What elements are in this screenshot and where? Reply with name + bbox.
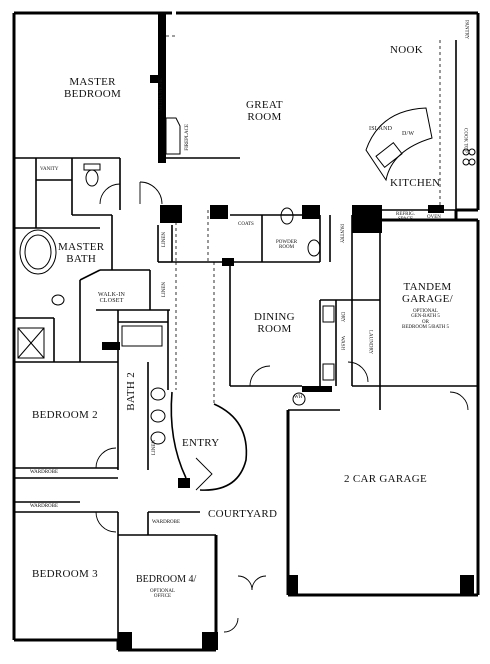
dry-label: DRY (339, 312, 345, 323)
fixtures (17, 107, 476, 445)
wardrobe-2-label: WARDROBE (30, 504, 59, 509)
door-swings (95, 181, 469, 633)
media-niche-label: MEDIA NICHE (159, 78, 164, 111)
kitchen-label: KITCHEN (390, 177, 441, 189)
exterior-walls (12, 11, 480, 652)
nook-label: NOOK (390, 44, 423, 56)
bedroom-3-label: BEDROOM 3 (32, 568, 98, 580)
wash-label: WASH (339, 336, 345, 351)
entry-label: ENTRY (182, 437, 220, 449)
vanity-label: VANITY (40, 167, 59, 172)
bath-2-label: BATH 2 (125, 372, 137, 411)
two-car-garage-label: 2 CAR GARAGE (344, 473, 428, 485)
bedroom-2-label: BEDROOM 2 (32, 409, 98, 421)
coats-label: COATS (238, 222, 254, 227)
cook-top-label: COOK TOP (462, 128, 468, 153)
bedroom-4-label: BEDROOM 4/ (136, 574, 197, 585)
interior-walls (14, 40, 478, 640)
soffit-lines (166, 35, 441, 404)
pantry-mid-label: PANTRY (338, 224, 344, 244)
linen-3-label: LINEN (152, 440, 157, 455)
wall-blocks (102, 13, 474, 650)
island-label: ISLAND (369, 126, 393, 132)
wardrobe-3-label: WARDROBE (152, 520, 181, 525)
linen-2-label: LINEN (162, 282, 167, 297)
laundry-label: LAUNDRY (367, 330, 373, 355)
courtyard-label: COURTYARD (208, 508, 278, 520)
dishwasher-label: D/W (402, 131, 415, 137)
linen-1-label: LINEN (162, 232, 167, 247)
oven-label: OVEN (427, 215, 441, 220)
pantry-top-label: PANTRY (463, 20, 469, 40)
water-heater-label: WH (294, 395, 303, 400)
refrig-space-label: REFRIG.SPACE (396, 212, 416, 223)
wardrobe-1-label: WARDROBE (30, 470, 59, 475)
fireplace-label: FIREPLACE (185, 124, 190, 151)
